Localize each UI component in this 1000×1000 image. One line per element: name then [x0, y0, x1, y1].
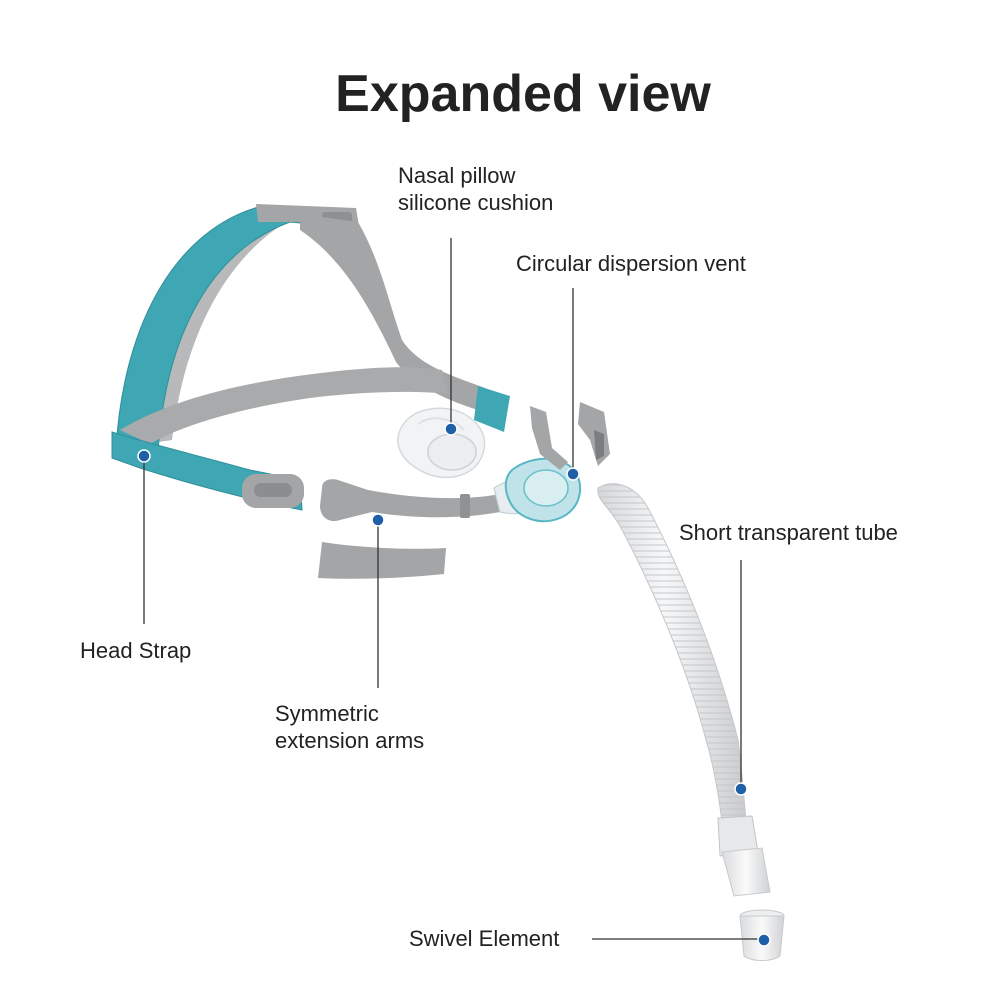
nasal-pillow-part — [397, 407, 486, 479]
label-nasal-pillow-line1: Nasal pillow — [398, 163, 516, 188]
arm-sleeve-part — [318, 542, 446, 579]
marker-nasal-pillow — [444, 422, 458, 436]
marker-tube — [734, 782, 748, 796]
marker-head-strap — [137, 449, 151, 463]
marker-swivel — [757, 933, 771, 947]
marker-arms — [371, 513, 385, 527]
head-strap-part — [111, 204, 510, 511]
label-head-strap: Head Strap — [80, 638, 192, 663]
label-arms-line2: extension arms — [275, 728, 425, 753]
label-vent: Circular dispersion vent — [516, 251, 746, 276]
label-nasal-pillow-line2: silicone cushion — [398, 190, 554, 215]
frame-part — [320, 402, 610, 523]
short-tube-part — [597, 483, 771, 897]
marker-vent — [566, 467, 580, 481]
page-title: Expanded view — [335, 65, 711, 123]
label-nasal-pillow: Nasal pillow silicone cushion — [398, 162, 553, 216]
label-arms: Symmetric extension arms — [275, 700, 424, 754]
label-tube: Short transparent tube — [679, 520, 898, 545]
label-swivel: Swivel Element — [409, 926, 560, 951]
label-arms-line1: Symmetric — [275, 701, 379, 726]
